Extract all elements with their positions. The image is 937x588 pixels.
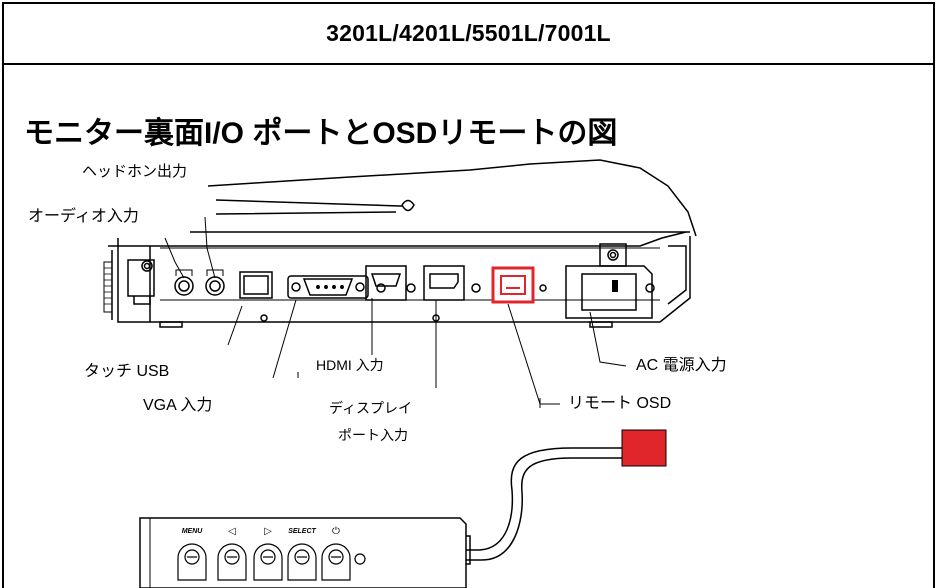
section-title: モニター裏面I/O ポートとOSDリモートの図 bbox=[24, 117, 618, 150]
select-button-label: SELECT bbox=[288, 528, 316, 535]
leader-lines bbox=[164, 216, 627, 408]
ac-power-in-label: AC 電源入力 bbox=[636, 357, 727, 374]
audio-in-label: オーディオ入力 bbox=[28, 206, 139, 225]
power-icon: ⏻ bbox=[332, 526, 340, 537]
hdmi-in-label: HDMI 入力 bbox=[316, 357, 384, 373]
osd-remote: MENU ◁ ▷ SELECT ⏻ bbox=[139, 517, 467, 588]
remote-plug bbox=[621, 429, 667, 467]
vga-in-label: VGA 入力 bbox=[143, 397, 213, 414]
remote-cable bbox=[461, 447, 622, 565]
displayport-in-label-line1: ディスプレイ bbox=[329, 401, 413, 417]
left-arrow-icon: ◁ bbox=[228, 526, 236, 537]
touch-usb-label: タッチ USB bbox=[84, 363, 170, 380]
model-header: 3201L/4201L/5501L/7001L bbox=[4, 4, 933, 65]
right-arrow-icon: ▷ bbox=[264, 526, 272, 537]
headphone-out-label: ヘッドホン出力 bbox=[82, 162, 188, 180]
remote-osd-label: リモート OSD bbox=[568, 395, 672, 412]
model-title: 3201L/4201L/5501L/7001L bbox=[326, 20, 611, 46]
monitor-rear-panel bbox=[103, 159, 697, 328]
displayport-in-label-line2: ポート入力 bbox=[338, 428, 408, 444]
menu-button-label: MENU bbox=[182, 528, 204, 535]
